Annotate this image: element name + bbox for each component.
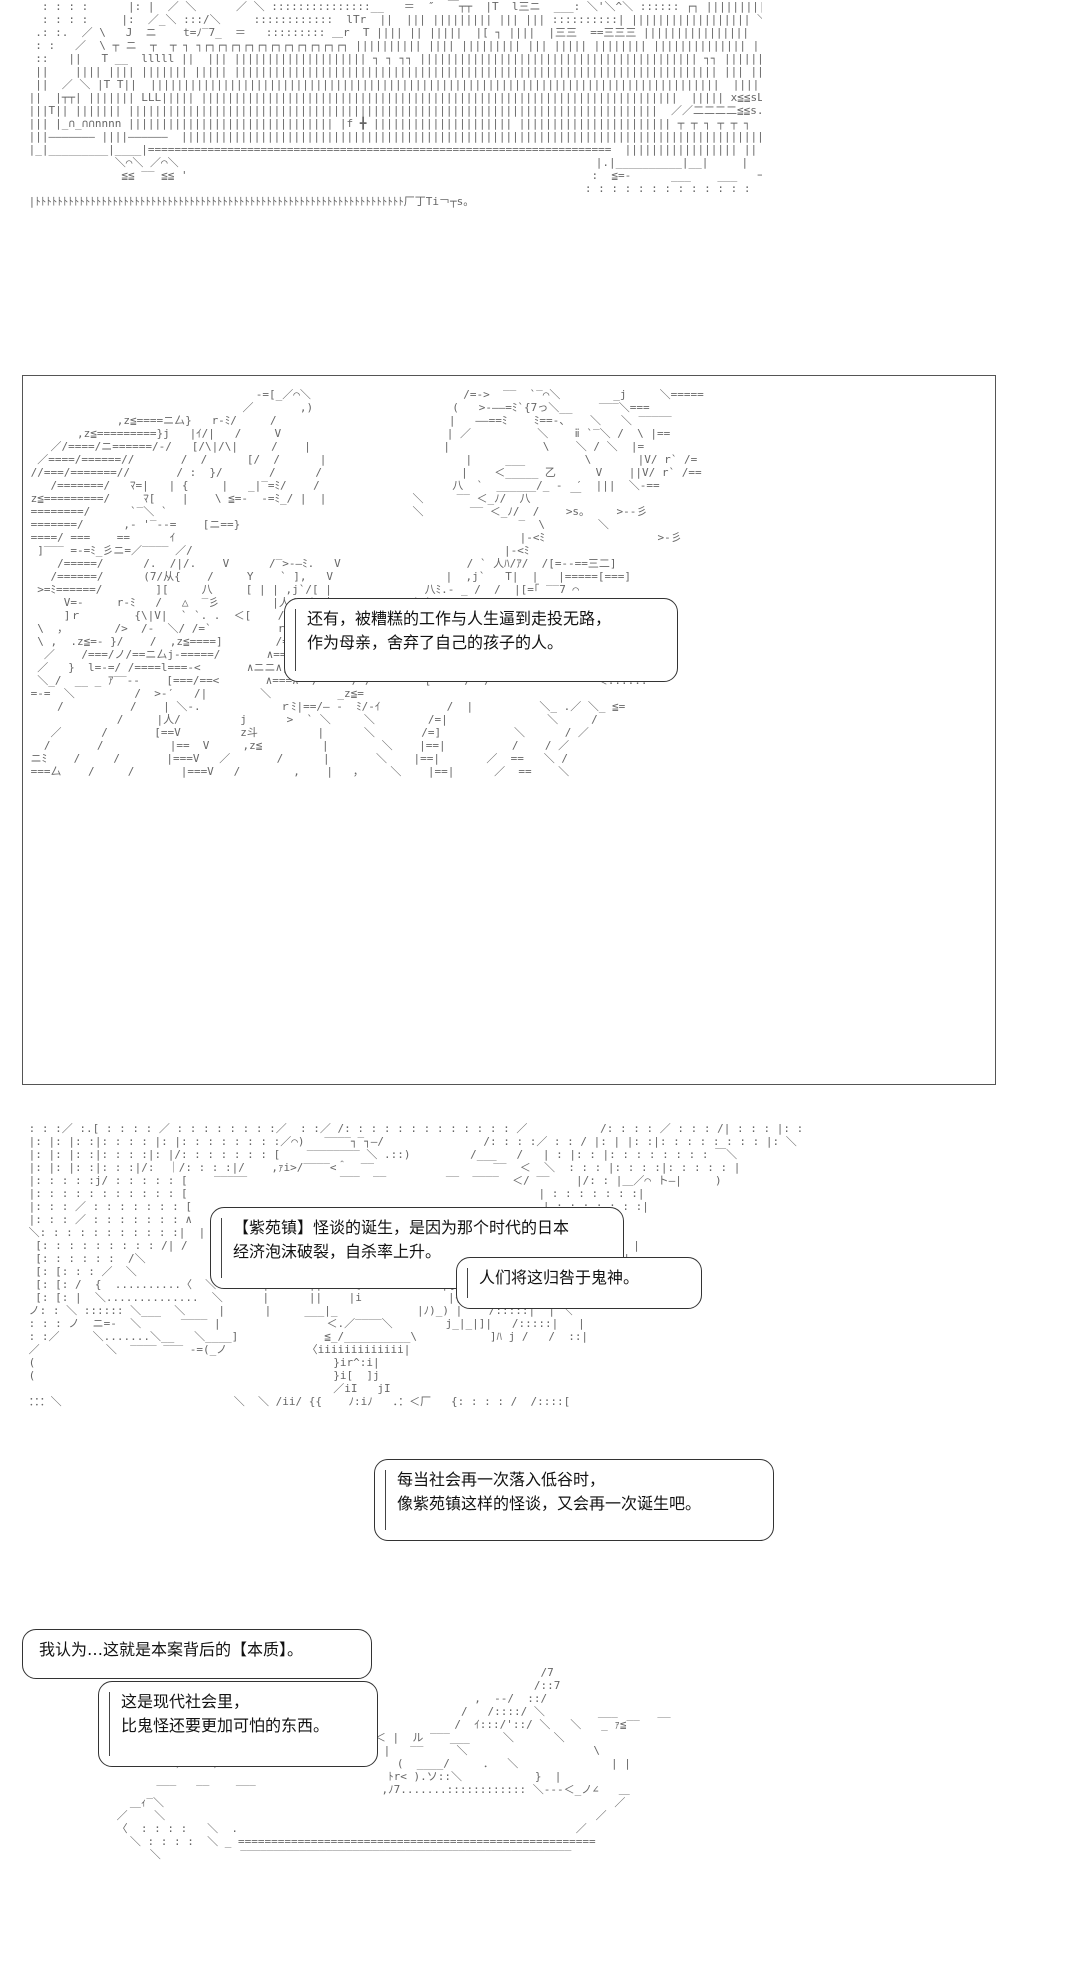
speech-bubble-scarier-than-ghosts: 这是现代社会里， 比鬼怪还要更加可怕的东西。 (98, 1681, 378, 1767)
bubble-line: 经济泡沫破裂，自杀率上升。 (233, 1242, 442, 1261)
bubble-line: 这是现代社会里， (121, 1692, 250, 1711)
speech-bubble-blame-ghosts: 人们将这归咎于鬼神。 (456, 1257, 702, 1309)
bubble-line: 还有，被糟糕的工作与人生逼到走投无路， (307, 609, 612, 628)
speech-bubble-essence: 我认为…这就是本案背后的【本质】。 (22, 1629, 372, 1679)
speech-bubble-mother: 还有，被糟糕的工作与人生逼到走投无路， 作为母亲，舍弃了自己的孩子的人。 (284, 598, 678, 682)
bubble-bar (467, 1268, 468, 1298)
bubble-line: 每当社会再一次落入低谷时， (397, 1470, 606, 1489)
bubble-line: 像紫苑镇这样的怪谈，又会再一次诞生吧。 (397, 1494, 702, 1513)
panel-frame-2 (22, 375, 996, 1085)
bubble-line: 我认为…这就是本案背后的【本质】。 (39, 1640, 304, 1659)
bubble-line: 人们将这归咎于鬼神。 (479, 1268, 640, 1287)
bubble-bar (295, 609, 296, 671)
bubble-bar (109, 1692, 110, 1756)
ascii-art-town: : : : : |: | ／ ＼ ／ ＼ :::::::::::::::__ ＝… (28, 0, 762, 208)
bubble-line: 比鬼怪还要更加可怕的东西。 (121, 1716, 330, 1735)
speech-bubble-society-low: 每当社会再一次落入低谷时， 像紫苑镇这样的怪谈，又会再一次诞生吧。 (374, 1459, 774, 1541)
bubble-bar (221, 1218, 222, 1278)
bubble-line: 【紫苑镇】怪谈的诞生，是因为那个时代的日本 (233, 1218, 570, 1237)
bubble-line: 作为母亲，舍弃了自己的孩子的人。 (307, 633, 564, 652)
ascii-art-group-figures: -=[_／⌒＼ /=-> ‾‾ `‾⌒＼ _j ＼===== ／ ,) ( >-… (30, 388, 704, 778)
bubble-bar (385, 1470, 386, 1530)
